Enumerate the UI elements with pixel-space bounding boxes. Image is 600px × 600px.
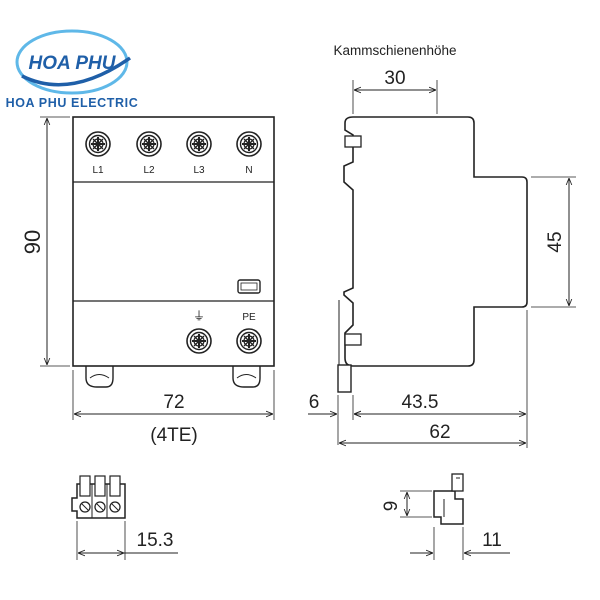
connector-side-view: 9 11 [381,473,510,560]
company-logo: HOA PHU HOA PHU ELECTRIC [6,29,139,110]
side-height-dimension-label: 45 [545,231,566,252]
din-clip-right-icon [232,366,261,388]
terminal-label-l3: L3 [193,165,205,176]
din-clip-left-icon [85,366,114,388]
connector-width-dimension-label: 15.3 [137,530,174,551]
busbar-height-label: Kammschienenhöhe [333,43,456,58]
connector-tab-icon [451,473,464,492]
side-slot-bottom-icon [344,333,362,346]
depth-dimension-label: 43.5 [402,392,439,413]
terminal-screw-icon [186,328,212,354]
din-latch-icon [337,364,352,393]
side-housing-outline [343,116,528,367]
company-name: HOA PHU ELECTRIC [6,96,139,110]
device-body [72,116,275,367]
terminal-screw-icon [236,131,262,157]
total-depth-dimension-label: 62 [429,422,450,443]
logo-text: HOA PHU [29,53,117,74]
side-slot-top-icon [344,135,362,148]
ground-symbol-icon: ⏚ [193,309,205,323]
terminal-label-l1: L1 [92,165,104,176]
front-view: L1 L2 L3 N ⏚ PE 90 72 (4TE) [20,116,275,446]
height-dimension-label: 90 [20,230,45,254]
terminal-screw-icon [85,131,111,157]
connector-side-width-dimension-label: 11 [482,530,502,551]
width-dimension-label: 72 [163,392,184,413]
connector-side-body [433,490,464,525]
terminal-label-l2: L2 [143,165,155,176]
terminal-screw-icon [236,328,262,354]
logo-arc-icon [21,56,132,87]
connector-front-view: 15.3 [71,475,178,560]
side-view: Kammschienenhöhe 30 45 6 43.5 62 [308,43,576,448]
terminal-screw-icon [136,131,162,157]
module-width-note: (4TE) [150,425,198,446]
terminal-label-n: N [245,165,252,176]
connector-height-dimension-label: 9 [381,501,402,512]
terminal-screw-icon [186,131,212,157]
offset-dimension-label: 6 [309,392,320,413]
terminal-label-pe: PE [242,312,256,323]
busbar-dimension-label: 30 [384,68,405,89]
